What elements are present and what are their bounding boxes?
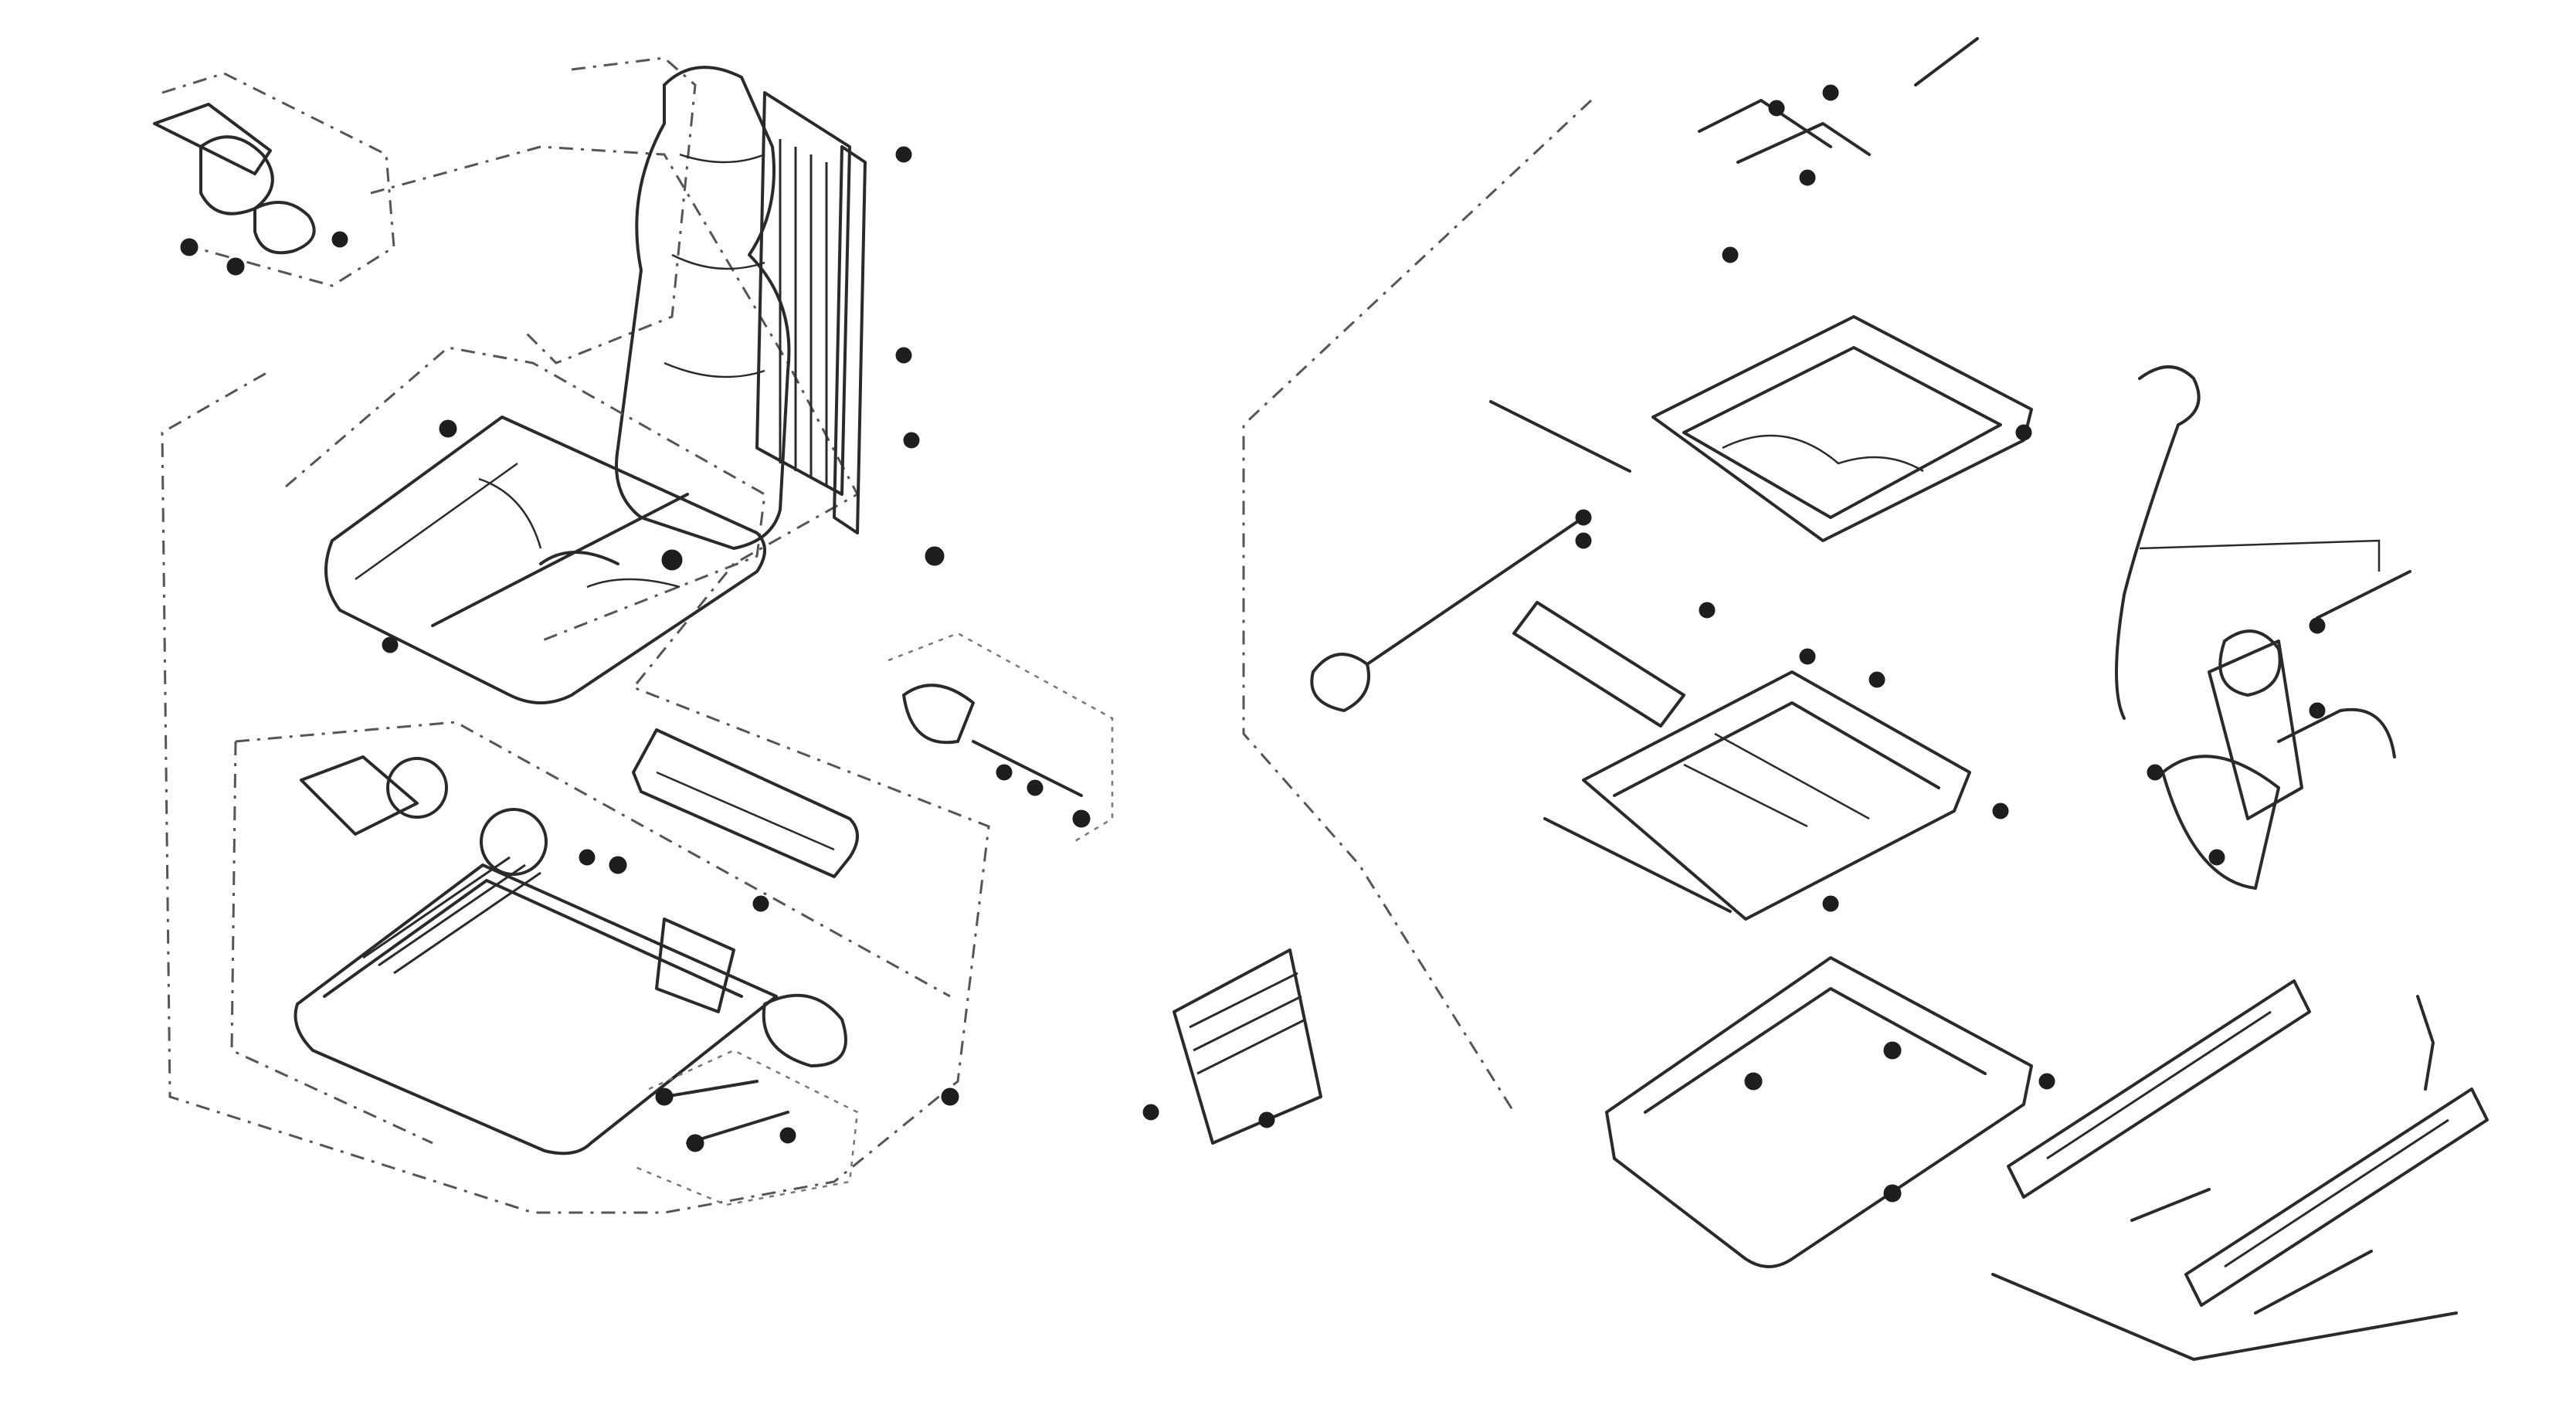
slide-rails bbox=[1991, 979, 2489, 1361]
shock-absorber bbox=[1310, 509, 1685, 728]
base-frame bbox=[1605, 956, 2055, 1268]
scissor-mechanism bbox=[1543, 648, 2009, 921]
upper-pad bbox=[632, 728, 859, 878]
strap-assembly bbox=[888, 632, 1114, 843]
seat-pan-mechanism bbox=[294, 755, 778, 1155]
mounting-bracket bbox=[1142, 948, 1322, 1145]
upper-frame bbox=[1489, 37, 2033, 619]
right-assembly-outline bbox=[1242, 99, 1593, 1113]
seat-cushion bbox=[285, 346, 766, 704]
control-unit bbox=[2115, 365, 2411, 890]
left-assembly-outline bbox=[161, 145, 990, 1214]
seat-backrest bbox=[524, 56, 945, 566]
armrest-kit bbox=[153, 72, 395, 287]
hardware-group bbox=[633, 993, 959, 1206]
